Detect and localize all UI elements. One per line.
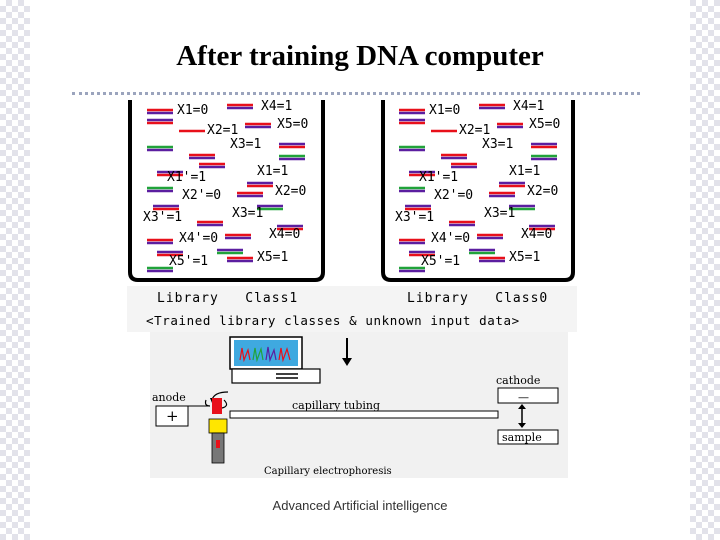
left-tube-equation: X4'=0 <box>179 231 218 246</box>
right-tube-equation: X3=1 <box>482 137 513 152</box>
right-tube-outline <box>381 100 575 282</box>
sample-label: sample <box>502 431 542 444</box>
left-tube-strands <box>147 103 305 273</box>
right-tube-equation: X5=0 <box>529 117 560 132</box>
left-tube-outline <box>128 100 325 282</box>
tubing-label: capillary tubing <box>292 399 380 412</box>
down-arrow <box>342 338 352 366</box>
library-label-band <box>127 286 577 332</box>
right-tube-equation: X4'=0 <box>431 231 470 246</box>
cathode-box <box>497 387 559 404</box>
left-tube-equation: X4=0 <box>269 227 300 242</box>
anode-label: anode <box>152 391 186 404</box>
cathode-label: cathode <box>496 374 540 387</box>
right-tube-equation: X2=0 <box>527 184 558 199</box>
mount-indicator <box>216 440 220 448</box>
detector-red <box>212 398 222 414</box>
left-tube-equation: X1'=1 <box>167 170 206 185</box>
right-tube-equation: X1=0 <box>429 103 460 118</box>
monitor <box>229 336 321 384</box>
slide-title: After training DNA computer <box>176 40 544 72</box>
left-tube-equation: X2=1 <box>207 123 238 138</box>
right-tube-equation: X5'=1 <box>421 254 460 269</box>
peak-green <box>252 346 264 363</box>
right-tube-equation: X1=1 <box>509 164 540 179</box>
left-tube-equation: X1=1 <box>257 164 288 179</box>
left-tube-equation: X1=0 <box>177 103 208 118</box>
left-tube-equation: X4=1 <box>261 100 292 114</box>
right-tube-label: Library Class0 <box>407 291 548 306</box>
peak-red <box>239 347 251 363</box>
left-tube-equation: X2=0 <box>275 184 306 199</box>
left-tube-equation: X5=1 <box>257 250 288 265</box>
left-tube-label: Library Class1 <box>157 291 298 306</box>
anode-plus: + <box>166 407 179 425</box>
right-tube-equation: X3=1 <box>484 206 515 221</box>
left-tube-equation: X5=0 <box>277 117 308 132</box>
title-divider <box>72 92 640 95</box>
left-tube-equation: X5'=1 <box>169 254 208 269</box>
right-tube-equation: X1'=1 <box>419 170 458 185</box>
capillary-tubing <box>229 410 499 419</box>
left-tube-equation: X2'=0 <box>182 188 221 203</box>
slide-footer: Advanced Artificial intelligence <box>272 498 448 513</box>
peak-purple <box>265 346 277 363</box>
sample-holder <box>208 418 228 434</box>
right-tube-equation: X4=0 <box>521 227 552 242</box>
left-tube-equation: X3=1 <box>232 206 263 221</box>
left-tube-equation: X3=1 <box>230 137 261 152</box>
right-tube-equation: X2=1 <box>459 123 490 138</box>
cathode-minus: — <box>518 391 529 404</box>
peak-red-2 <box>278 347 291 363</box>
right-tube-equation: X5=1 <box>509 250 540 265</box>
right-tube-strands <box>399 103 557 273</box>
computer-base <box>231 368 321 384</box>
sample-arrow-down <box>518 423 526 428</box>
electrophoresis-caption: Capillary electrophoresis <box>264 466 392 477</box>
library-caption: <Trained library classes & unknown input… <box>146 313 520 328</box>
anode-box <box>155 405 189 427</box>
right-tube-equation: X2'=0 <box>434 188 473 203</box>
right-tube-equation: X3'=1 <box>395 210 434 225</box>
sample-arrow-up <box>518 404 526 409</box>
sample-box <box>497 429 559 445</box>
capillary-electrophoresis-diagram: anode + capillary tubing cathode — sampl… <box>150 332 568 478</box>
monitor-screen <box>234 340 298 366</box>
left-tube-equation: X3'=1 <box>143 210 182 225</box>
right-tube-equation: X4=1 <box>513 100 544 114</box>
